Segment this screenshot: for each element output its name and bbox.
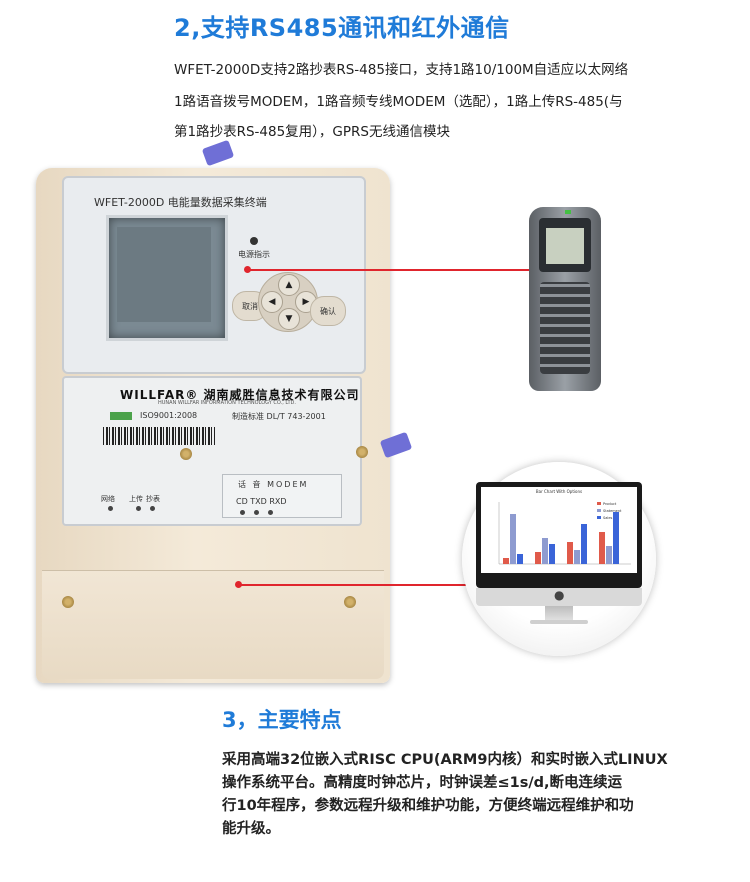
bar-1	[503, 558, 509, 564]
monitor-chin	[476, 588, 642, 606]
meter-model-label: WFET-2000D 电能量数据采集终端	[94, 196, 267, 209]
section3-line-1: 采用高端32位嵌入式RISC CPU(ARM9内核）和实时嵌入式LINUX	[222, 752, 668, 768]
handheld-led-icon	[565, 210, 571, 214]
section3-line-2: 操作系统平台。高精度时钟芯片，时钟误差≤1s/d,断电连续运	[222, 775, 623, 791]
screw-middle-icon	[180, 448, 192, 460]
bar-11	[606, 546, 612, 564]
handheld-keypad-icon	[540, 282, 590, 374]
section3-title: 3，主要特点	[222, 708, 342, 732]
led-upload-label: 上传	[129, 495, 143, 503]
power-indicator-label: 电源指示	[238, 250, 270, 259]
arrow-down-icon[interactable]: ▼	[278, 308, 300, 330]
terminal-cover	[42, 570, 384, 679]
modem-title: 话 音 MODEM	[238, 480, 309, 489]
confirm-button[interactable]: 确认	[310, 296, 346, 326]
iso-label: ISO9001:2008	[140, 411, 198, 420]
chart-title: Bar Chart With Options	[535, 489, 583, 494]
standard-label: 制造标准 DL/T 743-2001	[232, 412, 326, 421]
bar-12	[613, 512, 619, 564]
legend-label-1: Product	[603, 502, 617, 506]
section2-line-1: WFET-2000D支持2路抄表RS-485接口，支持1路10/100M自适应以…	[174, 62, 629, 78]
legend-swatch-2	[597, 509, 601, 512]
section2-line-3: 第1路抄表RS-485复用），GPRS无线通信模块	[174, 124, 450, 140]
section2-title: 2,支持RS485通讯和红外通信	[174, 14, 510, 42]
legend-label-2: Statement	[603, 509, 622, 513]
monitor-stand	[545, 606, 573, 620]
brand-label: WILLFAR® 湖南威胜信息技术有限公司	[120, 388, 360, 402]
legend-swatch-3	[597, 516, 601, 519]
chart-legend: Product Statement Sales	[597, 502, 622, 520]
bar-7	[567, 542, 573, 564]
apple-logo-icon: ●	[554, 588, 565, 602]
iso-badge-icon	[110, 412, 132, 420]
barcode-icon	[103, 427, 215, 445]
led-upload-icon	[136, 506, 141, 511]
lcd-screen	[117, 227, 211, 322]
led-meter-icon	[150, 506, 155, 511]
arrow-up-icon[interactable]: ▲	[278, 274, 300, 296]
bar-9	[581, 524, 587, 564]
bar-3	[517, 554, 523, 564]
screw-side-icon	[356, 446, 368, 458]
bar-2	[510, 514, 516, 564]
brand-english-label: HUNAN WILLFAR INFORMATION TECHNOLOGY CO.…	[158, 400, 296, 406]
bar-6	[549, 544, 555, 564]
handheld-screen	[546, 228, 584, 264]
led-txd-icon	[254, 510, 259, 515]
led-rxd-icon	[268, 510, 273, 515]
led-network-icon	[108, 506, 113, 511]
monitor-chart: Product Statement Sales	[498, 502, 631, 565]
connector-dot-bottom	[235, 581, 242, 588]
screw-right-icon	[344, 596, 356, 608]
top-seal-icon	[201, 139, 235, 167]
connector-dot-top	[244, 266, 251, 273]
led-meter-label: 抄表	[146, 495, 160, 503]
section3-line-3: 行10年程序，参数远程升级和维护功能，方便终端远程维护和功	[222, 798, 634, 814]
bar-4	[535, 552, 541, 564]
legend-swatch-1	[597, 502, 601, 505]
bar-10	[599, 532, 605, 564]
connector-line-top	[248, 269, 530, 271]
modem-led-labels: CD TXD RXD	[236, 497, 287, 506]
bar-8	[574, 550, 580, 564]
legend-label-3: Sales	[603, 516, 612, 520]
bar-5	[542, 538, 548, 564]
screw-left-icon	[62, 596, 74, 608]
led-network-label: 网络	[101, 495, 115, 503]
power-led-icon	[250, 237, 258, 245]
section2-line-2: 1路语音拨号MODEM，1路音频专线MODEM（选配），1路上传RS-485(与	[174, 94, 623, 110]
monitor-base	[530, 620, 588, 624]
section3-line-4: 能升级。	[222, 821, 280, 837]
led-cd-icon	[240, 510, 245, 515]
arrow-left-icon[interactable]: ◀	[261, 291, 283, 313]
connector-line-bottom	[239, 584, 469, 586]
